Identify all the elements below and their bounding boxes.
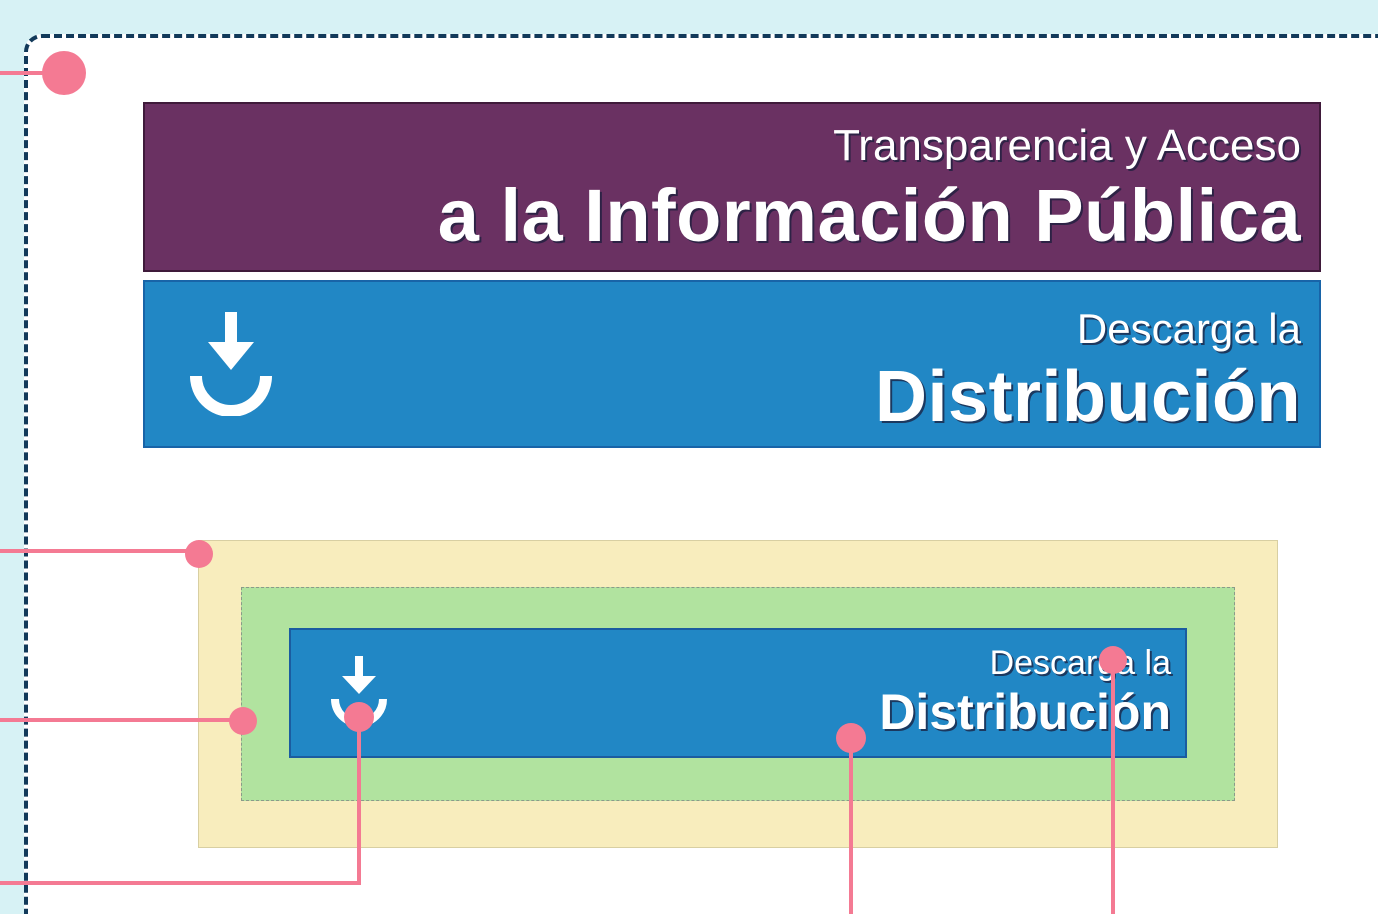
- example-download-icon: [331, 656, 387, 726]
- example-download-banner[interactable]: Descarga la Distribución: [289, 628, 1187, 758]
- download-banner-line1: Descarga la: [1076, 305, 1301, 352]
- download-icon: [190, 312, 272, 416]
- download-banner[interactable]: Descarga la Distribución: [143, 280, 1321, 448]
- download-banner-line2: Distribución: [874, 357, 1301, 437]
- example-banner-line2: Distribución: [879, 684, 1171, 740]
- transparency-banner-line2: a la Información Pública: [437, 174, 1301, 257]
- example-banner-line1: Descarga la: [989, 644, 1171, 682]
- transparency-banner: Transparencia y Acceso a la Información …: [143, 102, 1321, 272]
- transparency-banner-line1: Transparencia y Acceso: [833, 121, 1301, 170]
